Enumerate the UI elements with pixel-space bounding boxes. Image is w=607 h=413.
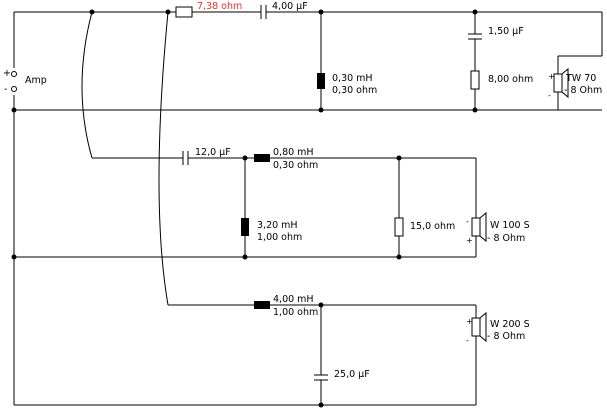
tweeter-zobel-resistor <box>470 70 480 90</box>
tweeter-series-capacitor <box>260 5 267 19</box>
woofer-series-inductor <box>254 301 270 309</box>
terminal-plus <box>11 71 17 77</box>
svg-text:+: + <box>548 72 555 81</box>
tweeter-shunt-inductor-label-1: 0,30 mH <box>332 73 373 84</box>
mid-shunt-resistor <box>394 217 404 237</box>
svg-text:-: - <box>466 217 469 226</box>
tweeter-speaker-icon: + - <box>548 67 569 100</box>
mid-series-inductor-label-2: 0,30 ohm <box>273 160 318 171</box>
svg-text:+: + <box>466 317 473 326</box>
plus-sign: + <box>3 68 11 79</box>
terminal-minus <box>11 86 17 92</box>
amp-label: Amp <box>25 75 47 86</box>
tweeter-section: 7,38 ohm 4,00 µF 0,30 mH 0,30 ohm 1,50 µ… <box>175 1 602 100</box>
wiring <box>13 11 603 406</box>
tweeter-shunt-inductor-label-2: 0,30 ohm <box>332 85 377 96</box>
tweeter-driver-impedance: - 8 Ohm <box>564 85 602 96</box>
woofer-shunt-capacitor-label: 25,0 µF <box>334 369 370 380</box>
mid-series-inductor <box>254 154 270 162</box>
mid-shunt-inductor <box>241 218 249 236</box>
tweeter-shunt-inductor <box>317 73 325 89</box>
woofer-driver-name: W 200 S <box>490 319 530 330</box>
woofer-series-inductor-label-1: 4,00 mH <box>273 294 314 305</box>
amp-source: + - Amp <box>3 68 47 95</box>
mid-shunt-resistor-label: 15,0 ohm <box>410 221 455 232</box>
mid-driver-name: W 100 S <box>490 220 530 231</box>
woofer-speaker-icon: + - <box>466 311 487 345</box>
junction-dots <box>11 9 478 408</box>
tweeter-zobel-resistor-label: 8,00 ohm <box>488 74 533 85</box>
midrange-section: 12,0 µF 0,80 mH 0,30 ohm 3,20 mH 1,00 oh… <box>182 147 530 245</box>
tweeter-series-resistor <box>175 6 193 18</box>
tweeter-driver-name: TW 70 <box>565 73 596 84</box>
svg-text:+: + <box>466 236 473 245</box>
mid-driver-impedance: - 8 Ohm <box>487 233 525 244</box>
mid-series-capacitor <box>182 151 189 165</box>
woofer-section: 4,00 mH 1,00 ohm 25,0 µF + - W 200 S - 8… <box>254 294 530 381</box>
mid-series-capacitor-label: 12,0 µF <box>195 147 231 158</box>
woofer-driver-impedance: - 8 Ohm <box>487 331 525 342</box>
woofer-shunt-capacitor <box>314 374 328 381</box>
svg-text:-: - <box>548 91 551 100</box>
tweeter-series-resistor-label: 7,38 ohm <box>197 1 242 12</box>
mid-shunt-inductor-label-2: 1,00 ohm <box>257 232 302 243</box>
tweeter-series-capacitor-label: 4,00 µF <box>272 1 308 12</box>
minus-sign: - <box>4 84 7 95</box>
tweeter-zobel-capacitor <box>468 33 482 40</box>
mid-shunt-inductor-label-1: 3,20 mH <box>257 220 298 231</box>
mid-speaker-icon: - + <box>466 211 487 245</box>
mid-series-inductor-label-1: 0,80 mH <box>273 147 314 158</box>
tweeter-zobel-capacitor-label: 1,50 µF <box>488 26 524 37</box>
svg-text:-: - <box>466 336 469 345</box>
woofer-series-inductor-label-2: 1,00 ohm <box>273 307 318 318</box>
